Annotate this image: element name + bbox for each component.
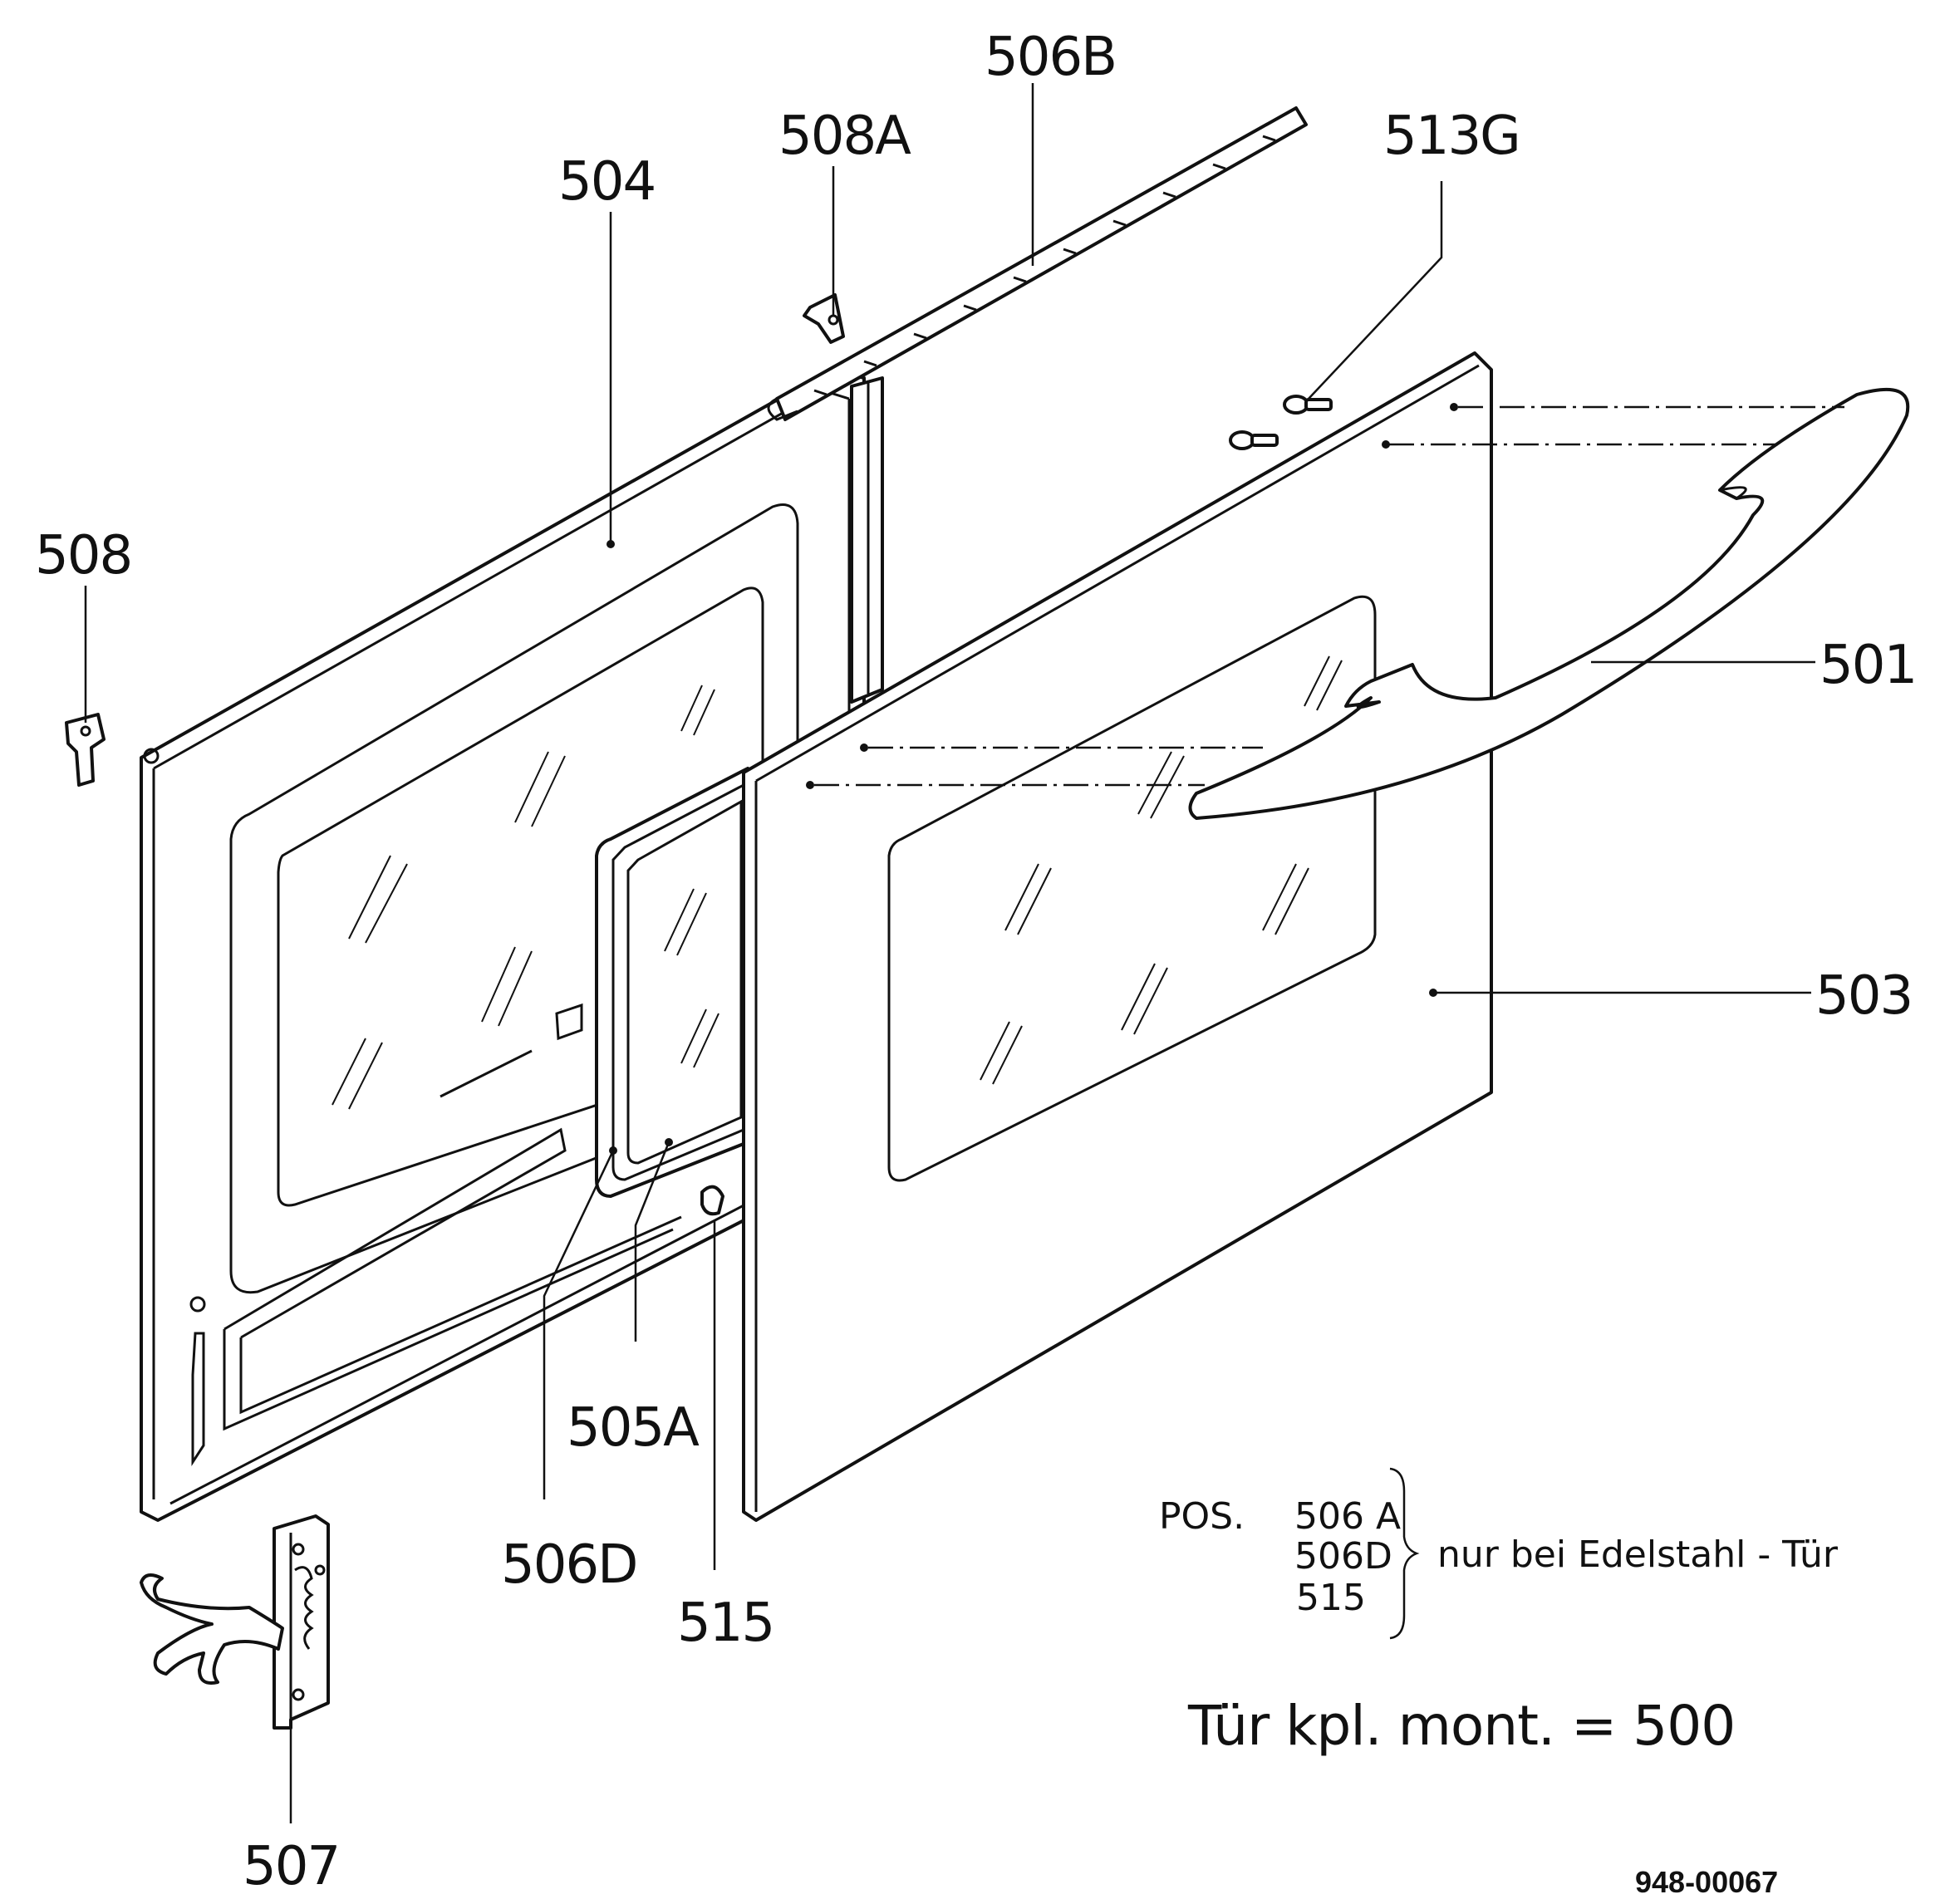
clip-508a [803,293,845,344]
inner-glass-505a [595,767,749,1198]
label-503: 503 [1815,965,1912,1027]
alignment-lines [814,405,1844,787]
label-508: 508 [35,525,131,586]
note-brace [1389,1467,1420,1640]
note-item-3: 515 [1296,1577,1366,1619]
door-handle-501 [1188,387,1910,820]
part-515 [700,1185,724,1216]
label-506d: 506D [501,1534,636,1596]
hinge-507 [140,1514,330,1730]
outer-door-panel-503 [742,351,1493,1522]
label-504: 504 [558,151,655,213]
note-text: nur bei Edelstahl - Tür [1437,1534,1839,1576]
label-507: 507 [243,1836,339,1897]
note-item-2: 506D [1294,1535,1392,1578]
screws-513g [1229,395,1333,450]
label-513g: 513G [1383,106,1520,167]
document-id: 948-00067 [1635,1865,1778,1899]
note-block: POS. 506 A 506D 515 nur bei Edelstahl - … [1159,1467,1839,1640]
label-508a: 508A [778,106,911,167]
note-pos: POS. [1159,1495,1245,1538]
seal-strip-506b [767,106,1308,421]
label-505a: 505A [567,1397,700,1459]
side-rail [850,376,884,704]
leader-lines [84,83,1815,1823]
assembly-total: Tür kpl. mont. = 500 [1187,1694,1735,1758]
label-515: 515 [677,1592,774,1654]
clip-508 [65,713,106,787]
note-item-1: 506 A [1294,1495,1401,1538]
label-506b: 506B [985,27,1116,88]
label-501: 501 [1820,635,1916,696]
